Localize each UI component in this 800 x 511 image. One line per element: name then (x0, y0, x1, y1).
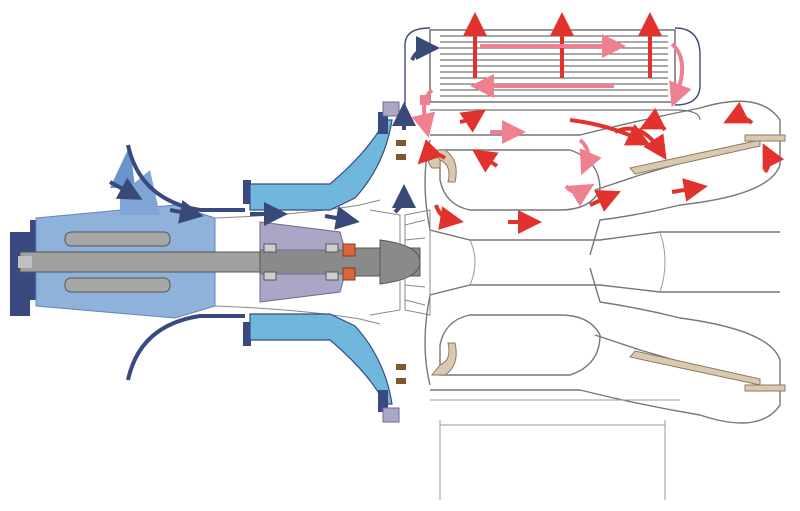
hot-flow-arrow (639, 107, 667, 132)
warm-flow-arrow (564, 183, 595, 207)
hot-gas-flow (417, 12, 785, 234)
inlet-flanges (243, 180, 251, 346)
cold-flow-arrow (324, 206, 360, 230)
compressor-diffuser (249, 119, 393, 405)
hot-flow-arrow (459, 109, 486, 133)
hot-flow-arrow (723, 101, 754, 125)
warm-flow-arrow (578, 138, 602, 176)
cold-air-flow (109, 36, 440, 230)
cold-flow-arrow (391, 184, 416, 214)
recuperator (404, 27, 701, 121)
hot-flow-arrow (434, 204, 464, 230)
hot-flow-arrow (762, 143, 785, 174)
hot-flow-arrow (569, 118, 651, 146)
bearings (263, 243, 339, 281)
cold-flow-arrow (410, 36, 440, 61)
cold-flow-arrow (109, 177, 143, 200)
hot-flow-arrow (472, 149, 499, 173)
generator-stator (64, 231, 171, 293)
compressor-flange (378, 112, 388, 412)
combustion-chamber (427, 134, 786, 392)
warm-flow-arrow (669, 42, 692, 108)
exhaust-duct (430, 231, 680, 500)
turbine-wheel (404, 209, 431, 316)
hot-flow-arrow (614, 126, 667, 160)
hot-flow-arrow (589, 189, 621, 212)
recuperated-air-flow (411, 34, 692, 207)
seal (342, 243, 356, 281)
hot-flow-arrow (671, 178, 708, 202)
warm-flow-arrow (411, 88, 435, 138)
permanent-magnet-rotor (259, 221, 346, 303)
shaft (18, 239, 421, 285)
cold-flow-arrow (169, 200, 204, 224)
bearing-housing (396, 140, 406, 384)
compressor-impeller (214, 199, 401, 325)
hot-flow-arrow (417, 139, 447, 165)
